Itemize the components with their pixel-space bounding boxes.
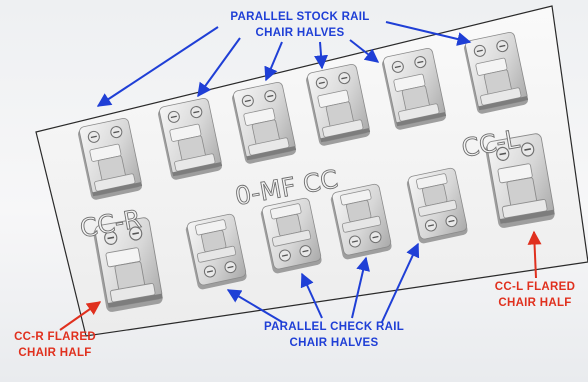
stock-rail-arrow-4 [314, 41, 329, 70]
cc-l-label-line1: CC-L FLARED [495, 281, 575, 293]
check-rail-arrow-2 [300, 272, 323, 319]
check-rail-arrow-3 [351, 256, 370, 319]
stock-rail-label-line1: PARALLEL STOCK RAIL [230, 11, 369, 23]
cc-l-arrow [527, 230, 542, 279]
check-rail-arrows [226, 242, 420, 323]
stock-rail-arrows [96, 21, 472, 107]
stock-rail-label-line2: CHAIR HALVES [255, 27, 344, 39]
cc-r-label-line2: CHAIR HALF [18, 347, 91, 359]
base-plate [35, 5, 588, 337]
check-rail-arrow-4 [381, 242, 420, 323]
check-rail-arrow-1 [226, 289, 283, 323]
stock-rail-arrow-2 [197, 37, 241, 98]
check-rail-label-line2: CHAIR HALVES [289, 337, 378, 349]
cc-r-label-line1: CC-R FLARED [14, 331, 96, 343]
engraving-cc-l: CC-L [460, 124, 522, 163]
stock-rail-arrow-1 [96, 26, 219, 107]
cc-l-label-line2: CHAIR HALF [498, 297, 571, 309]
check-rail-label-line1: PARALLEL CHECK RAIL [264, 321, 404, 333]
stock-rail-arrow-5 [349, 39, 380, 63]
stock-rail-arrow-6 [385, 21, 472, 46]
stock-rail-arrow-3 [264, 41, 283, 82]
cc-r-arrow [59, 301, 102, 331]
